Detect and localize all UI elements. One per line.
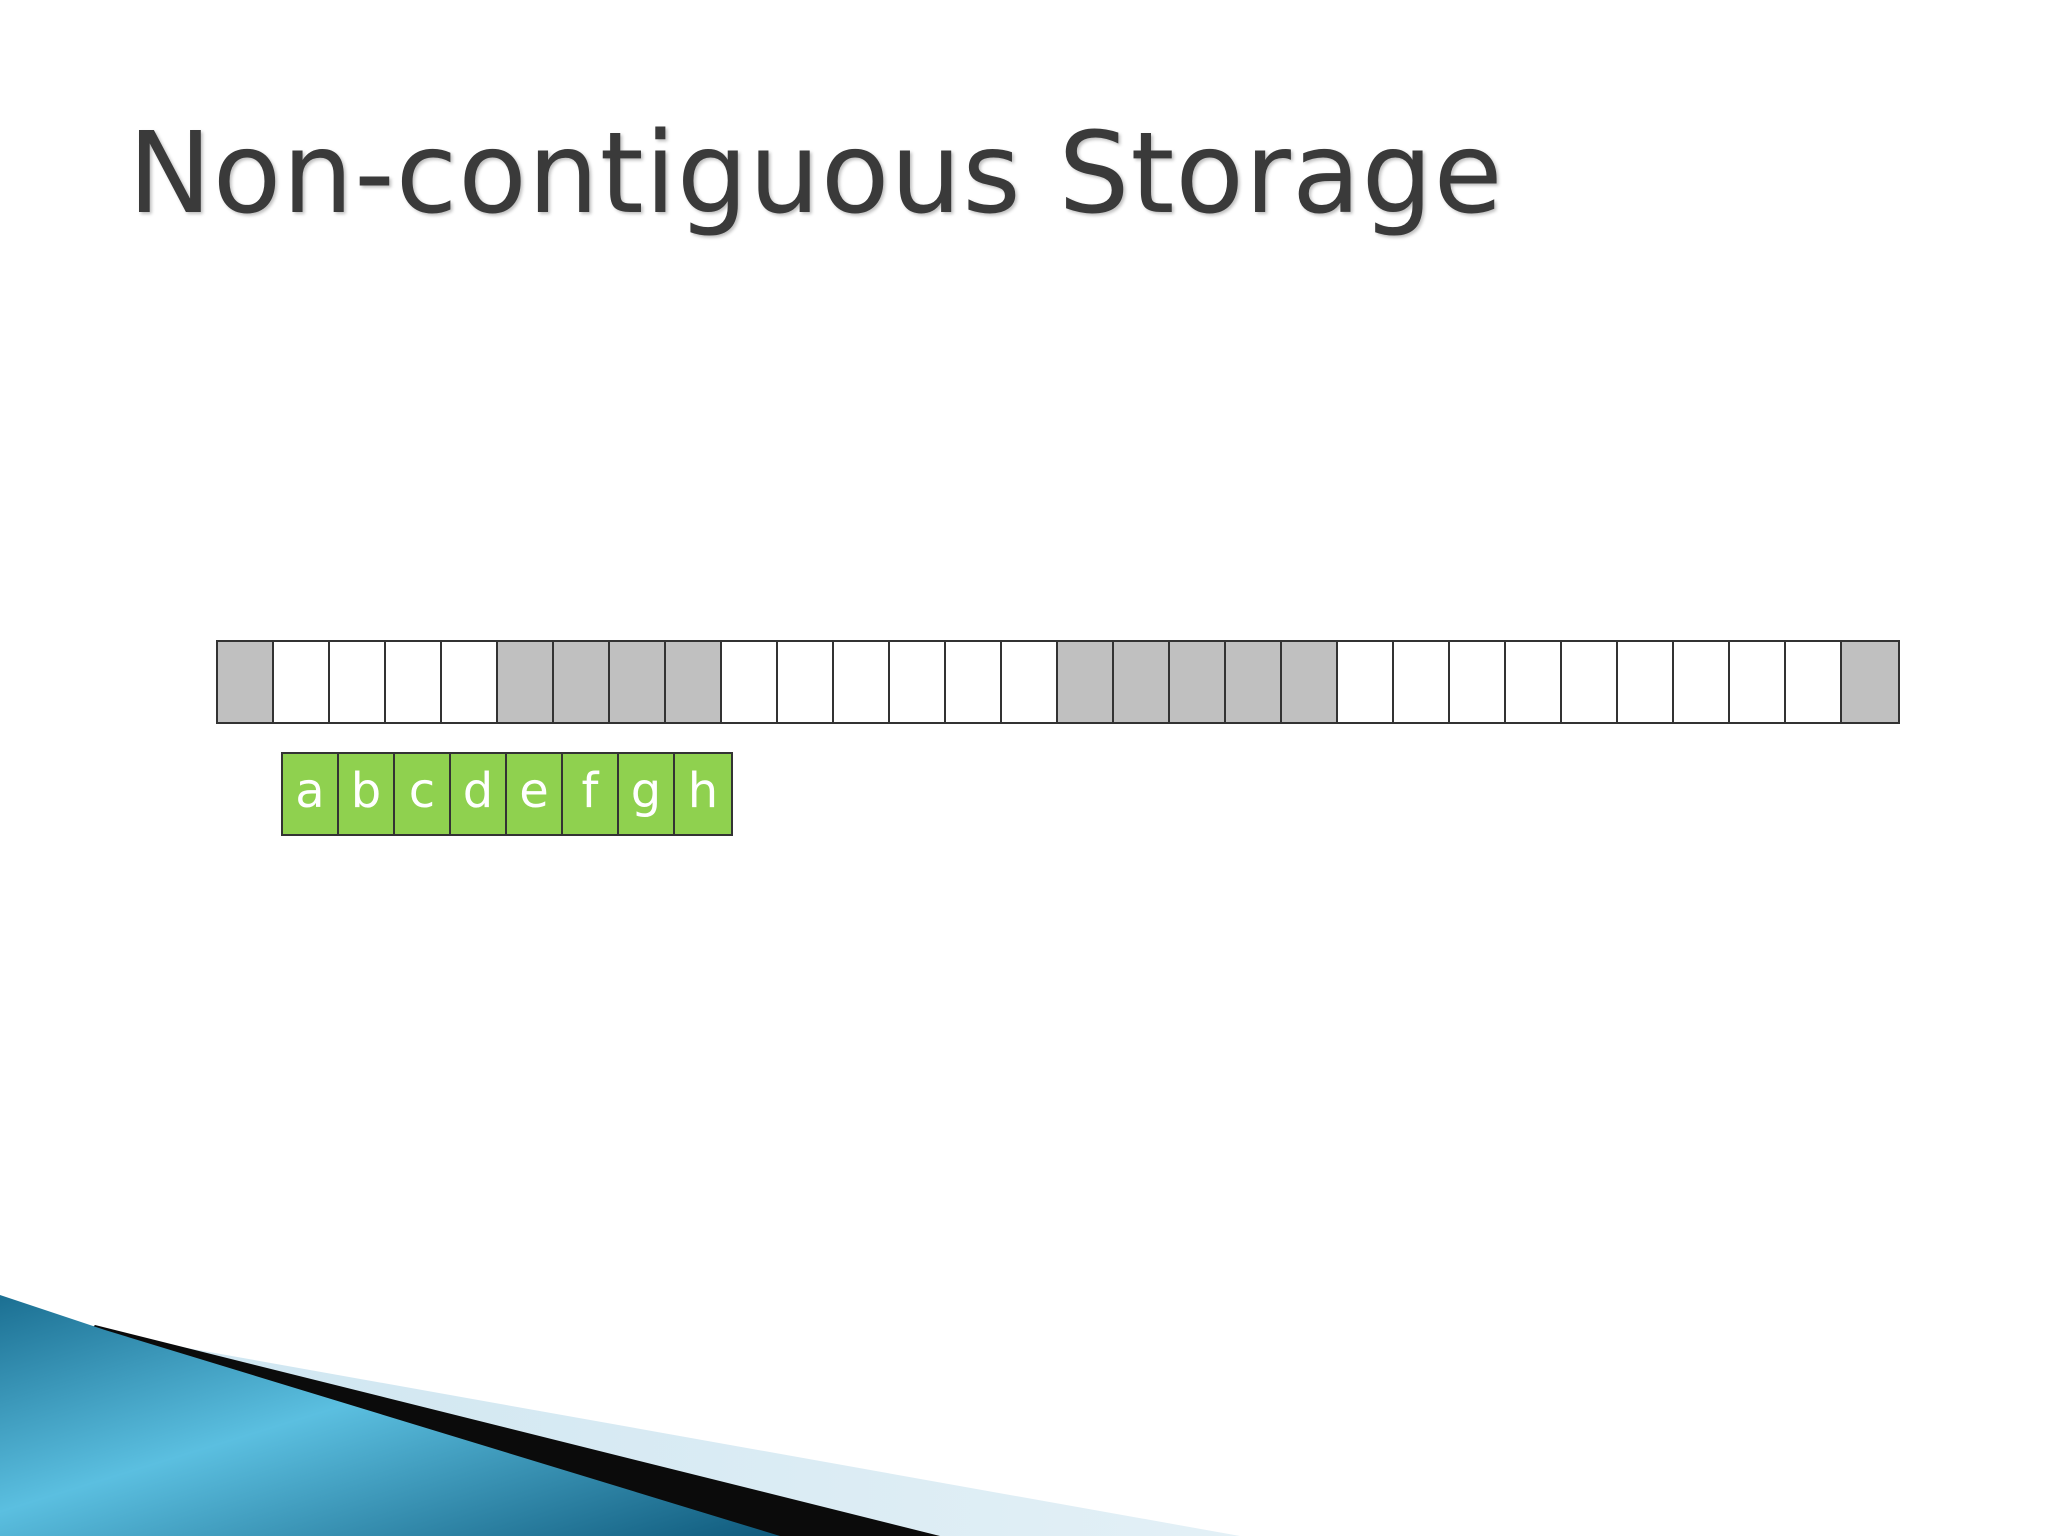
- memory-cell-free: [722, 642, 778, 722]
- data-cell: f: [563, 754, 619, 834]
- memory-cell-used: [218, 642, 274, 722]
- memory-cell-free: [1394, 642, 1450, 722]
- slide-title: Non-contiguous Storage: [128, 109, 1504, 239]
- data-cell: e: [507, 754, 563, 834]
- memory-cell-free: [1450, 642, 1506, 722]
- blue-band: [0, 1295, 780, 1536]
- memory-cell-free: [1674, 642, 1730, 722]
- memory-cell-used: [1226, 642, 1282, 722]
- memory-cell-used: [1114, 642, 1170, 722]
- memory-cell-free: [1786, 642, 1842, 722]
- data-cell: b: [339, 754, 395, 834]
- memory-cell-free: [1338, 642, 1394, 722]
- memory-cell-free: [778, 642, 834, 722]
- data-cell: a: [283, 754, 339, 834]
- memory-cell-free: [1730, 642, 1786, 722]
- pale-blue-band: [170, 1345, 1240, 1536]
- memory-cell-free: [1506, 642, 1562, 722]
- memory-strip: [216, 640, 1900, 724]
- data-cell: d: [451, 754, 507, 834]
- memory-cell-free: [1002, 642, 1058, 722]
- memory-cell-used: [554, 642, 610, 722]
- memory-cell-used: [610, 642, 666, 722]
- memory-cell-free: [946, 642, 1002, 722]
- memory-cell-used: [1842, 642, 1898, 722]
- memory-cell-used: [666, 642, 722, 722]
- memory-cell-free: [274, 642, 330, 722]
- memory-cell-free: [442, 642, 498, 722]
- memory-cell-free: [1618, 642, 1674, 722]
- data-cell: h: [675, 754, 731, 834]
- memory-cell-free: [386, 642, 442, 722]
- memory-cell-free: [330, 642, 386, 722]
- data-cell: c: [395, 754, 451, 834]
- memory-cell-used: [1170, 642, 1226, 722]
- memory-cell-used: [1282, 642, 1338, 722]
- data-cell: g: [619, 754, 675, 834]
- memory-cell-used: [1058, 642, 1114, 722]
- memory-cell-used: [498, 642, 554, 722]
- black-band: [80, 1325, 940, 1536]
- memory-cell-free: [834, 642, 890, 722]
- memory-cell-free: [1562, 642, 1618, 722]
- memory-cell-free: [890, 642, 946, 722]
